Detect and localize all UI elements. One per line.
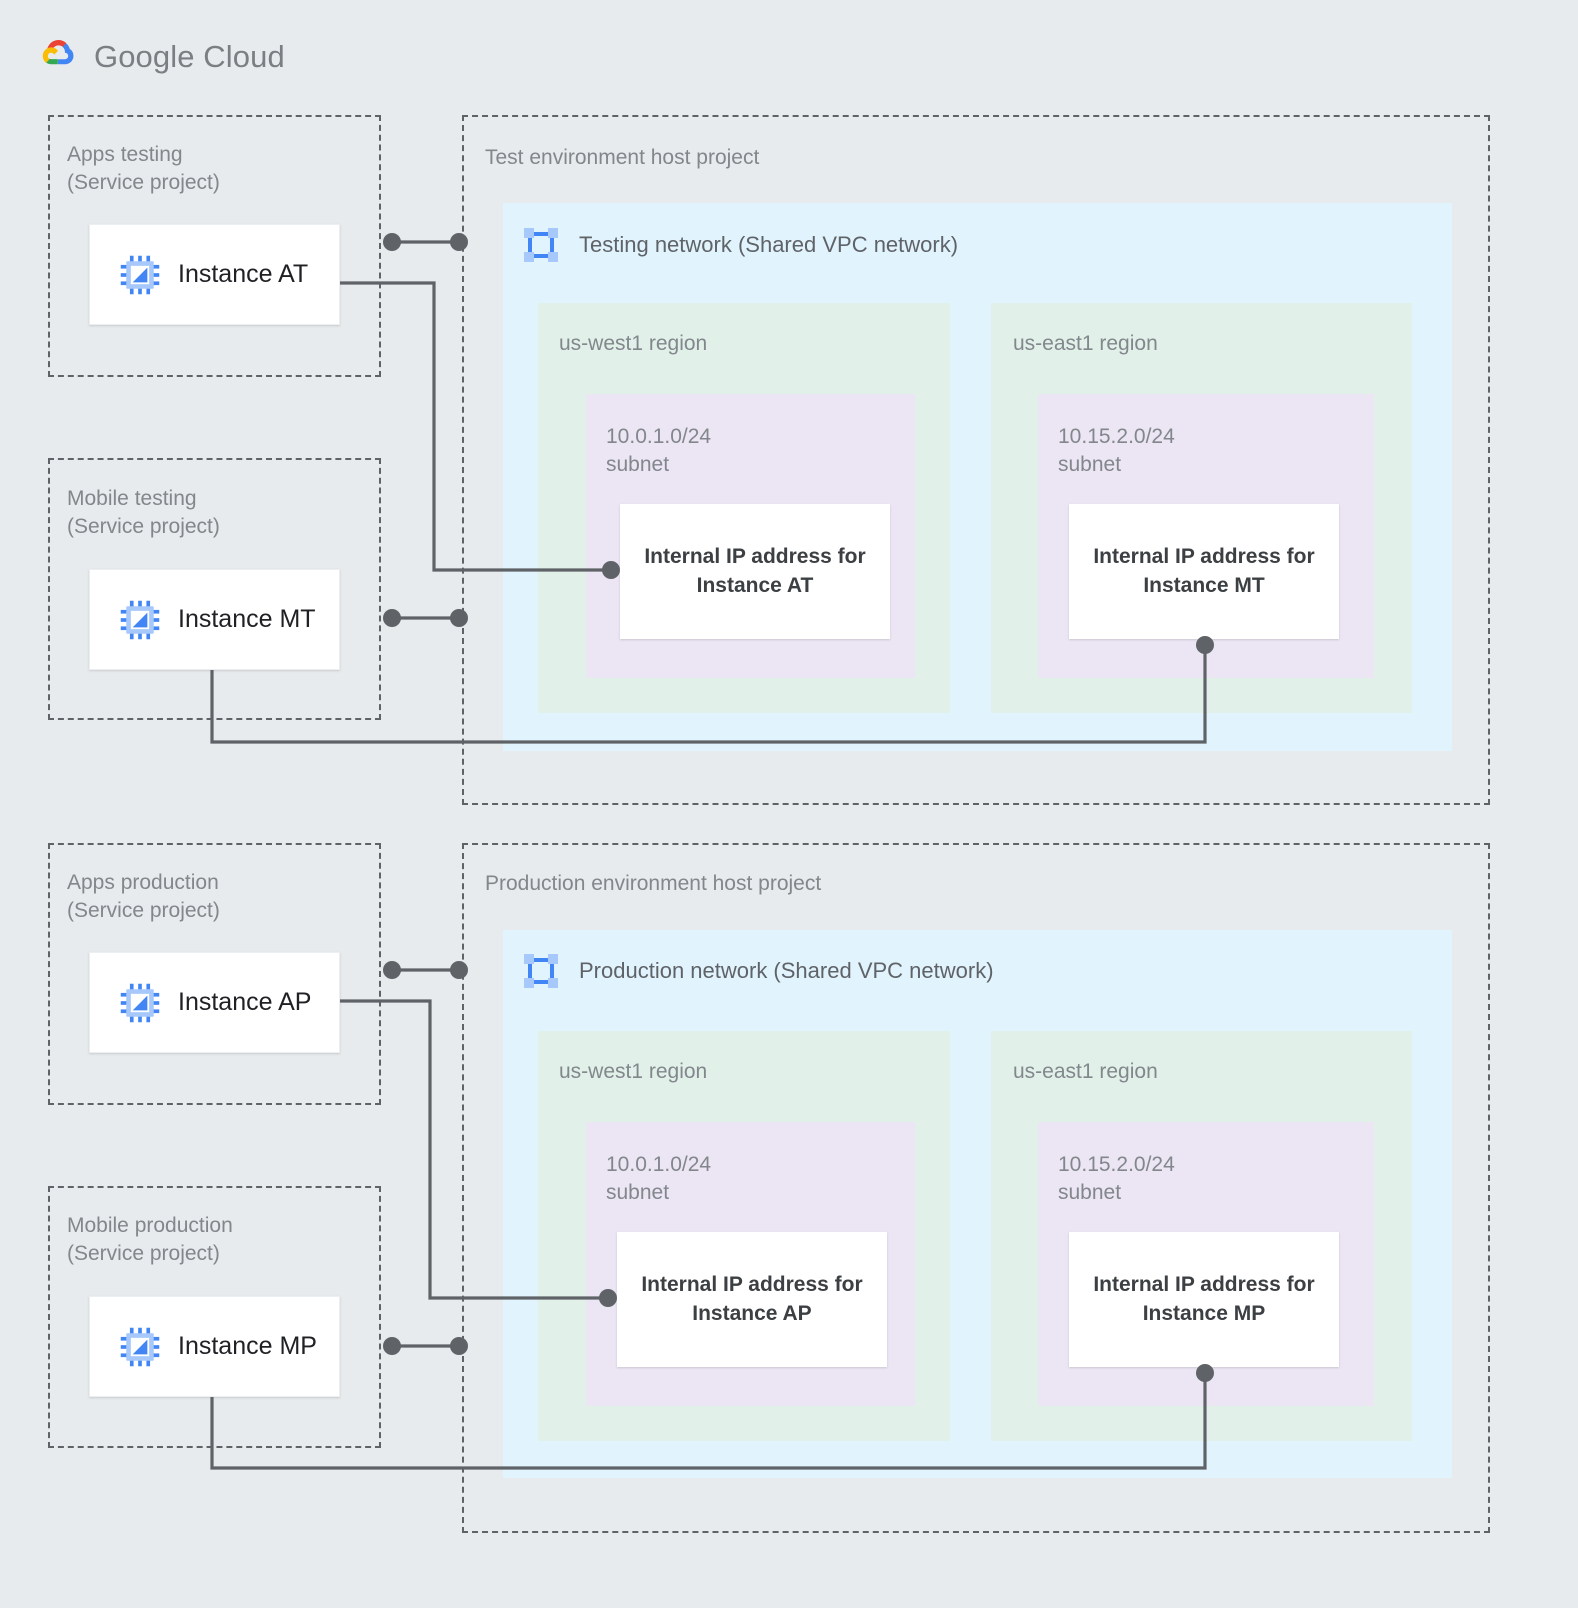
connector-mt-stub xyxy=(383,609,468,627)
vm-instance-icon xyxy=(120,255,160,294)
vpc-network-testing-header: Testing network (Shared VPC network) xyxy=(521,225,958,265)
brand-word-cloud: Cloud xyxy=(203,39,285,74)
region-test-us-east1-label: us-east1 region xyxy=(1013,332,1158,355)
instance-card-ap-label: Instance AP xyxy=(178,988,312,1016)
vm-instance-icon xyxy=(120,600,160,639)
ip-card-mp[interactable]: Internal IP address for Instance MP xyxy=(1069,1232,1339,1367)
region-production-us-east1-label: us-east1 region xyxy=(1013,1060,1158,1083)
instance-card-ap[interactable]: Instance AP xyxy=(89,952,340,1053)
host-project-test-label: Test environment host project xyxy=(485,146,760,169)
instance-card-mt[interactable]: Instance MT xyxy=(89,569,340,670)
google-cloud-logo-icon xyxy=(42,40,74,65)
ip-card-mt[interactable]: Internal IP address for Instance MT xyxy=(1069,504,1339,639)
vpc-network-icon xyxy=(524,954,558,988)
ip-card-mt-label: Internal IP address for Instance MT xyxy=(1093,545,1315,597)
ip-card-mp-label: Internal IP address for Instance MP xyxy=(1093,1273,1315,1325)
vm-instance-icon xyxy=(120,1327,160,1366)
google-cloud-brand: Google Cloud xyxy=(34,34,285,80)
vpc-network-production-title: Production network (Shared VPC network) xyxy=(579,958,994,983)
subnet-test-us-west1-label: 10.0.1.0/24 subnet xyxy=(606,425,712,476)
host-project-production-label: Production environment host project xyxy=(485,872,822,895)
service-project-apps-testing-label: Apps testing (Service project) xyxy=(67,143,220,194)
instance-card-mp-label: Instance MP xyxy=(178,1332,317,1360)
service-project-mobile-production-label: Mobile production (Service project) xyxy=(67,1214,233,1265)
service-project-apps-production xyxy=(48,843,381,1105)
instance-card-mt-label: Instance MT xyxy=(178,605,316,633)
region-production-us-west1-label: us-west1 region xyxy=(559,1060,708,1083)
ip-card-at[interactable]: Internal IP address for Instance AT xyxy=(620,504,890,639)
subnet-production-us-west1-label: 10.0.1.0/24 subnet xyxy=(606,1153,712,1204)
service-project-mobile-testing-label: Mobile testing (Service project) xyxy=(67,487,220,538)
vm-instance-icon xyxy=(120,983,160,1022)
ip-card-ap[interactable]: Internal IP address for Instance AP xyxy=(617,1232,887,1367)
connector-ap-stub xyxy=(383,961,468,979)
subnet-production-us-east1-label: 10.15.2.0/24 subnet xyxy=(1058,1153,1175,1204)
service-project-apps-production-label: Apps production (Service project) xyxy=(67,871,220,922)
subnet-test-us-east1-label: 10.15.2.0/24 subnet xyxy=(1058,425,1175,476)
vpc-network-icon xyxy=(524,228,558,262)
ip-card-ap-label: Internal IP address for Instance AP xyxy=(641,1273,863,1325)
vpc-network-testing-title: Testing network (Shared VPC network) xyxy=(579,232,959,257)
instance-card-mp[interactable]: Instance MP xyxy=(89,1296,340,1397)
ip-card-at-label: Internal IP address for Instance AT xyxy=(644,545,866,597)
brand-text: Google Cloud xyxy=(94,39,285,75)
brand-word-google: Google xyxy=(94,39,195,74)
vpc-network-production-header: Production network (Shared VPC network) xyxy=(521,951,994,991)
instance-card-at-label: Instance AT xyxy=(178,260,309,288)
service-project-apps-testing xyxy=(48,115,381,377)
region-test-us-west1-label: us-west1 region xyxy=(559,332,708,355)
connector-mp-stub xyxy=(383,1337,468,1355)
instance-card-at[interactable]: Instance AT xyxy=(89,224,340,325)
connector-at-stub xyxy=(383,233,468,251)
